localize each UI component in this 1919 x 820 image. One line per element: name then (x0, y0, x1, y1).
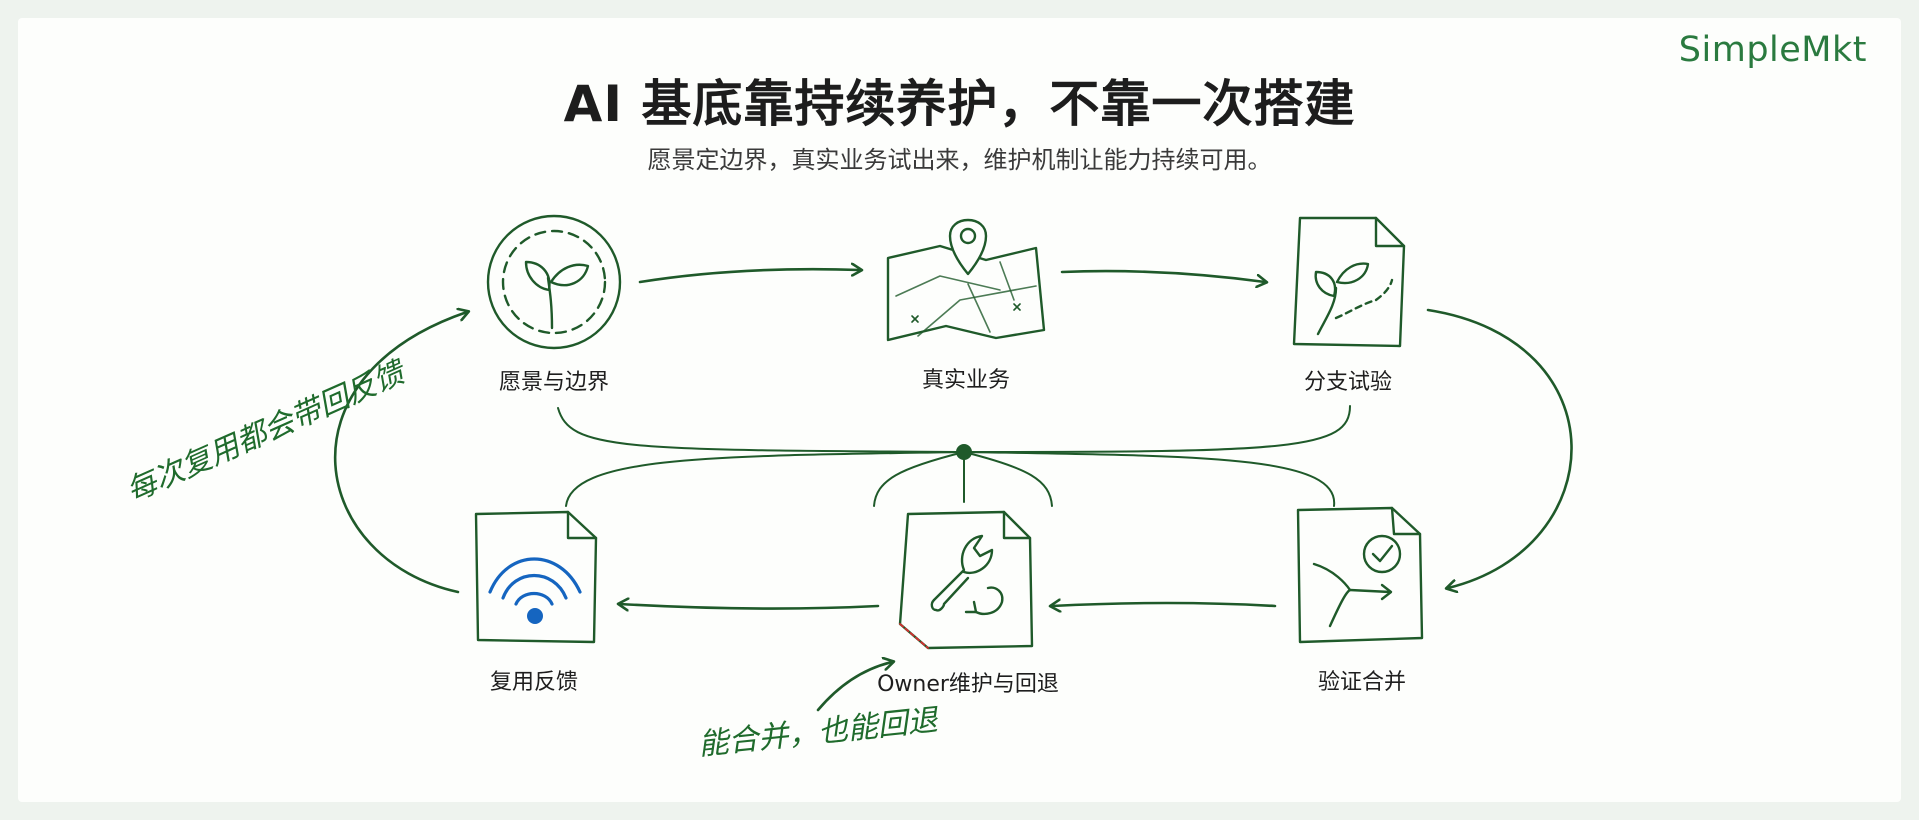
arrow-verify-to-owner (1052, 603, 1277, 606)
node-label-verify: 验证合并 (1317, 670, 1406, 695)
sprout-circle-icon (486, 214, 622, 350)
arrow-feedback-to-vision (334, 312, 467, 594)
page-title: AI 基底靠持续养护，不靠一次搭建 (563, 75, 1356, 133)
hub-node (956, 444, 972, 460)
sprout-document-icon (1292, 216, 1406, 348)
arrow-annotation-rollback (816, 662, 892, 712)
wrench-undo-document-icon (898, 510, 1034, 650)
brand-logo: SimpleMkt (1678, 30, 1867, 70)
node-label-vision: 愿景与边界 (498, 370, 609, 395)
signal-document-icon (474, 510, 598, 644)
arrow-branch-to-verify (1426, 308, 1573, 588)
map-pin-icon (886, 218, 1046, 342)
canvas-card (18, 18, 1901, 802)
merge-check-document-icon (1296, 506, 1424, 644)
hub-connectors (557, 405, 1351, 507)
arrow-owner-to-feedback (620, 604, 880, 609)
node-label-branch: 分支试验 (1303, 370, 1392, 395)
node-label-business: 真实业务 (921, 368, 1010, 393)
arrow-vision-to-business (638, 269, 860, 284)
arrow-business-to-branch (1060, 269, 1265, 282)
node-label-owner: Owner维护与回退 (877, 672, 1059, 697)
page-subtitle: 愿景定边界，真实业务试出来，维护机制让能力持续可用。 (647, 146, 1272, 174)
node-label-feedback: 复用反馈 (489, 670, 578, 695)
